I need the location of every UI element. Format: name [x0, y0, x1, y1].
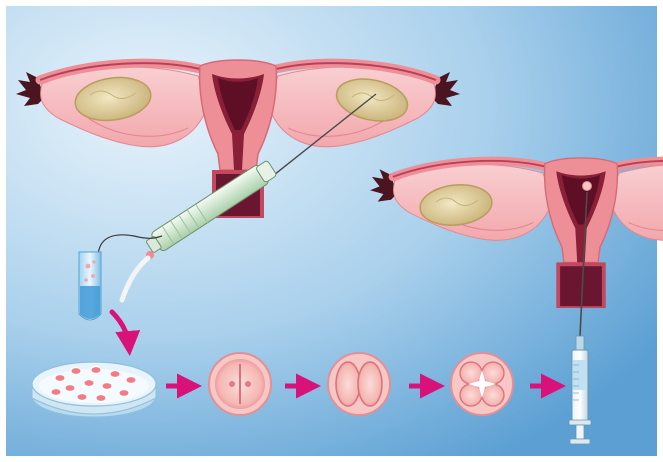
- embryo-icon: [583, 182, 592, 191]
- embryo-icon: [209, 353, 271, 415]
- embryo-icon: [451, 353, 513, 415]
- test-tube-icon: [79, 252, 101, 320]
- petri-dish-icon: [32, 362, 156, 417]
- embryo-icon: [328, 353, 390, 415]
